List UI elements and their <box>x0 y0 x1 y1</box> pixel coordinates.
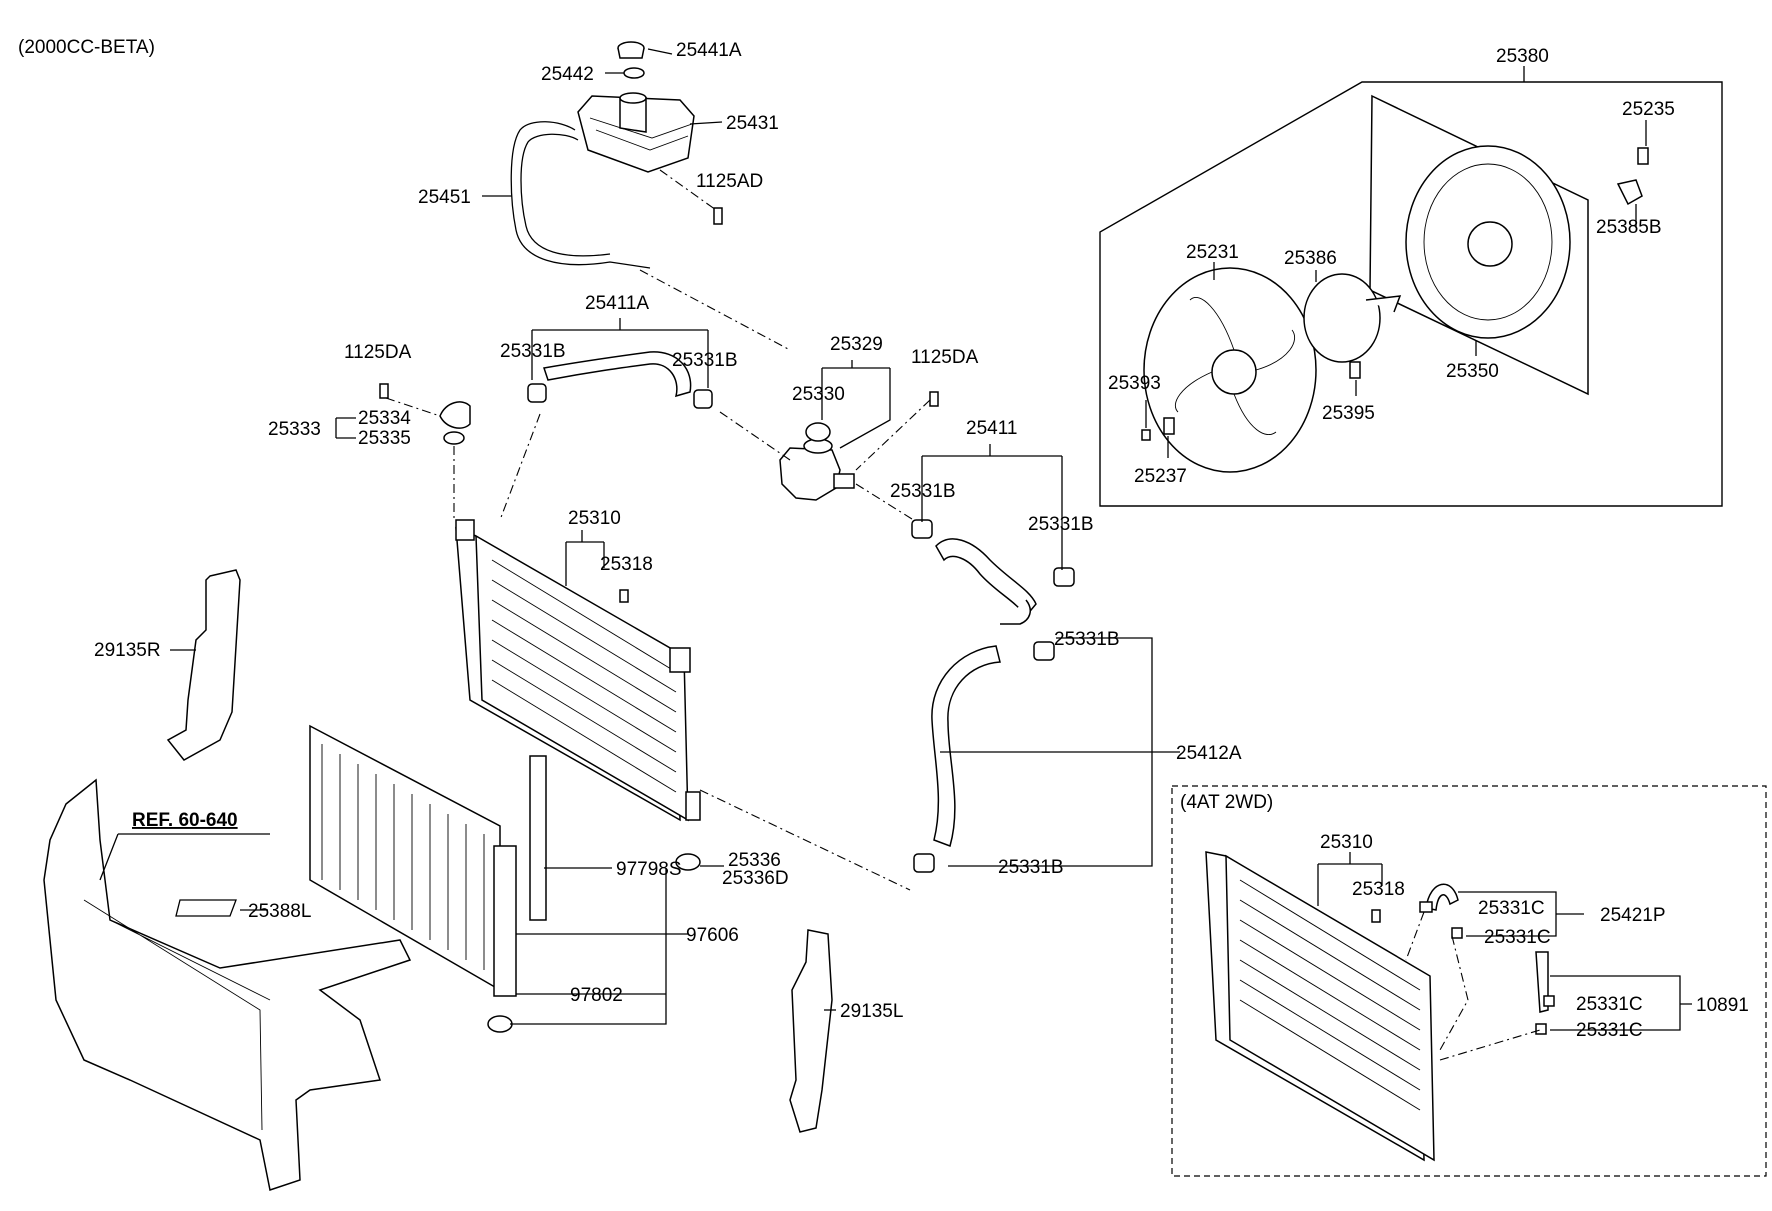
radiator-25310-4at <box>1205 851 1435 1162</box>
label-25310: 25310 <box>568 508 621 529</box>
fan-25231 <box>1143 267 1317 473</box>
label-1125DA-a: 1125DA <box>344 342 412 363</box>
label-25442: 25442 <box>541 64 594 85</box>
label-97606: 97606 <box>686 925 739 946</box>
label-25386: 25386 <box>1284 248 1337 269</box>
label-25331C-c: 25331C <box>1576 994 1643 1015</box>
label-29135R: 29135R <box>94 640 161 661</box>
label-25318: 25318 <box>600 554 653 575</box>
condenser-assembly <box>309 724 701 1033</box>
label-25329: 25329 <box>830 334 883 355</box>
label-25331B-d: 25331B <box>1028 514 1094 535</box>
radiator-25310 <box>455 519 701 822</box>
label-25395: 25395 <box>1322 403 1375 424</box>
label-25237: 25237 <box>1134 466 1187 487</box>
air-guard-29135R <box>166 569 241 761</box>
air-guard-29135L <box>789 929 833 1133</box>
label-25310-b: 25310 <box>1320 832 1373 853</box>
oil-cooler-hose-25421P <box>1419 883 1463 939</box>
label-1125DA-b: 1125DA <box>911 347 979 368</box>
mount-bracket-25333 <box>379 383 471 445</box>
front-carrier-panel <box>43 778 412 1191</box>
label-25421P: 25421P <box>1600 905 1666 926</box>
label-25318-b: 25318 <box>1352 879 1405 900</box>
label-25380: 25380 <box>1496 46 1549 67</box>
label-25331C-b: 25331C <box>1484 927 1551 948</box>
label-29135L: 29135L <box>840 1001 903 1022</box>
label-25231: 25231 <box>1186 242 1239 263</box>
upper-hose-25411A <box>527 351 713 409</box>
fan-motor-25386 <box>1303 273 1402 363</box>
label-25331B-c: 25331B <box>890 481 956 502</box>
label-25385B: 25385B <box>1596 217 1662 238</box>
oil-cooler-hose-10891 <box>1535 951 1555 1035</box>
label-25331B-f: 25331B <box>998 857 1064 878</box>
variant-label: (4AT 2WD) <box>1180 792 1273 813</box>
label-97802: 97802 <box>570 985 623 1006</box>
label-25330: 25330 <box>792 384 845 405</box>
fan-shroud-25350 <box>1369 94 1589 396</box>
radiator-hose-25412A <box>913 641 1055 873</box>
label-25331B-a: 25331B <box>500 341 566 362</box>
label-25411: 25411 <box>966 418 1017 439</box>
label-25412A: 25412A <box>1176 743 1242 764</box>
thermostat-housing-25329 <box>779 422 855 501</box>
label-97798S: 97798S <box>616 859 682 880</box>
label-10891: 10891 <box>1696 995 1749 1016</box>
fan-assembly-box <box>1099 81 1723 507</box>
engine-spec-label: (2000CC-BETA) <box>18 37 155 58</box>
label-25331B-b: 25331B <box>672 350 738 371</box>
label-25235: 25235 <box>1622 99 1675 120</box>
label-25334: 25334 <box>358 408 411 429</box>
label-1125AD: 1125AD <box>696 171 763 192</box>
label-25331C-a: 25331C <box>1478 898 1545 919</box>
label-25331B-e: 25331B <box>1054 629 1120 650</box>
reference-label: REF. 60-640 <box>132 810 238 831</box>
label-25336: 25336 <box>728 850 781 871</box>
label-25331C-d: 25331C <box>1576 1020 1643 1041</box>
label-25333: 25333 <box>268 419 321 440</box>
label-25411A: 25411A <box>585 293 649 314</box>
label-25350: 25350 <box>1446 361 1499 382</box>
lower-hose-25411 <box>911 519 1075 625</box>
label-25451: 25451 <box>418 187 471 208</box>
variant-4at-2wd-box <box>1171 785 1767 1177</box>
label-25388L: 25388L <box>248 901 311 922</box>
label-25441A: 25441A <box>676 40 742 61</box>
reservoir-tank <box>510 41 723 269</box>
label-25431: 25431 <box>726 113 779 134</box>
label-25336D: 25336D <box>722 868 789 889</box>
label-25393: 25393 <box>1108 373 1161 394</box>
label-25335: 25335 <box>358 428 411 449</box>
